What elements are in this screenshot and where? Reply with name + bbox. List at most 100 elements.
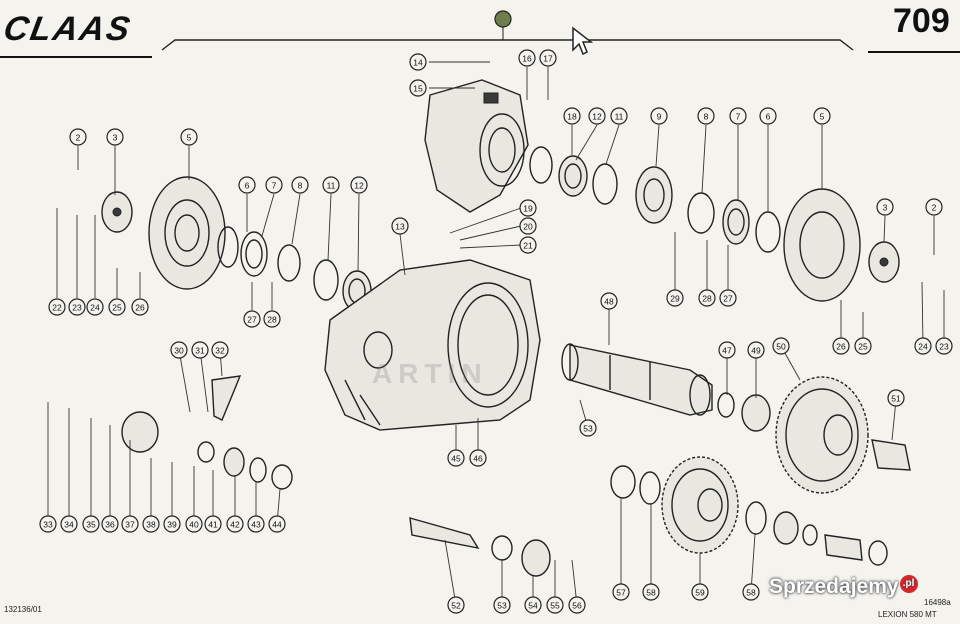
callout-11: 11: [322, 176, 340, 194]
callout-number: 58: [646, 588, 656, 598]
callout-22: 22: [48, 298, 66, 316]
callout-20: 20: [519, 217, 537, 235]
reference-code: 16498a: [924, 598, 951, 607]
callout-26: 26: [832, 337, 850, 355]
callout-number: 11: [615, 112, 624, 122]
callout-number: 46: [473, 454, 483, 464]
callout-17: 17: [539, 49, 557, 67]
callout-40: 40: [185, 515, 203, 533]
callout-number: 18: [567, 112, 577, 122]
callout-number: 52: [451, 601, 461, 611]
callout-5: 5: [813, 107, 831, 125]
drawing-code: 132136/01: [4, 605, 42, 614]
callout-number: 37: [125, 520, 135, 530]
callout-number: 6: [245, 181, 250, 191]
callout-54: 54: [524, 596, 542, 614]
callout-31: 31: [191, 341, 209, 359]
callout-number: 56: [572, 601, 582, 611]
callout-number: 40: [189, 520, 199, 530]
callout-59: 59: [691, 583, 709, 601]
callout-number: 58: [746, 588, 756, 598]
shaft-48: [561, 343, 713, 416]
callout-number: 32: [215, 346, 225, 356]
callout-number: 3: [883, 203, 888, 213]
callout-number: 38: [146, 520, 156, 530]
callout-number: 15: [413, 84, 423, 94]
callout-32: 32: [211, 341, 229, 359]
callout-number: 34: [64, 520, 74, 530]
callout-number: 5: [820, 112, 825, 122]
callout-29: 29: [666, 289, 684, 307]
callout-2: 2: [69, 128, 87, 146]
callout-number: 35: [86, 520, 96, 530]
callout-number: 47: [722, 346, 732, 356]
callout-number: 26: [836, 342, 846, 352]
callout-number: 53: [583, 424, 593, 434]
callout-12: 12: [350, 176, 368, 194]
callout-58: 58: [742, 583, 760, 601]
callout-2: 2: [925, 198, 943, 216]
callout-number: 12: [354, 181, 364, 191]
callout-number: 2: [76, 133, 81, 143]
header-frame: [0, 10, 960, 58]
callout-number: 54: [528, 601, 538, 611]
callout-number: 11: [327, 181, 336, 191]
callout-number: 43: [251, 520, 261, 530]
watermark-badge: .pl: [899, 575, 918, 593]
callout-number: 36: [105, 520, 115, 530]
callout-25: 25: [854, 337, 872, 355]
callout-15: 15: [409, 79, 427, 97]
callout-50: 50: [772, 337, 790, 355]
callout-number: 25: [112, 303, 122, 313]
callout-number: 7: [272, 181, 277, 191]
callout-number: 3: [113, 133, 118, 143]
callout-number: 41: [208, 520, 218, 530]
callout-27: 27: [719, 289, 737, 307]
gear-59: [661, 456, 739, 554]
callout-45: 45: [447, 449, 465, 467]
callout-number: 5: [187, 133, 192, 143]
right-bearing-group: [635, 166, 900, 302]
callout-16: 16: [518, 49, 536, 67]
callout-47: 47: [718, 341, 736, 359]
callout-55: 55: [546, 596, 564, 614]
callout-24: 24: [86, 298, 104, 316]
callout-34: 34: [60, 515, 78, 533]
callout-39: 39: [163, 515, 181, 533]
top-cover: [424, 79, 618, 213]
callout-14: 14: [409, 53, 427, 71]
callout-42: 42: [226, 515, 244, 533]
small-parts: [121, 375, 911, 577]
callout-number: 19: [523, 204, 533, 214]
callout-9: 9: [650, 107, 668, 125]
mouse-cursor-icon: [572, 26, 593, 56]
callout-number: 27: [723, 294, 733, 304]
callout-6: 6: [759, 107, 777, 125]
marker-icon: [494, 10, 512, 28]
callout-number: 17: [543, 54, 553, 64]
callout-35: 35: [82, 515, 100, 533]
callout-58: 58: [642, 583, 660, 601]
callout-number: 27: [247, 315, 257, 325]
callout-number: 39: [167, 520, 177, 530]
callout-number: 14: [413, 58, 423, 68]
main-housing: [324, 259, 541, 431]
callout-19: 19: [519, 199, 537, 217]
callout-number: 8: [704, 112, 709, 122]
callout-number: 22: [52, 303, 62, 313]
callout-41: 41: [204, 515, 222, 533]
callout-57: 57: [612, 583, 630, 601]
callout-38: 38: [142, 515, 160, 533]
callout-13: 13: [391, 217, 409, 235]
callout-7: 7: [729, 107, 747, 125]
callout-number: 44: [272, 520, 282, 530]
callout-number: 2: [932, 203, 937, 213]
callout-36: 36: [101, 515, 119, 533]
callout-number: 23: [72, 303, 82, 313]
callout-number: 9: [657, 112, 662, 122]
callout-53: 53: [579, 419, 597, 437]
callout-number: 25: [858, 342, 868, 352]
callout-number: 26: [135, 303, 145, 313]
